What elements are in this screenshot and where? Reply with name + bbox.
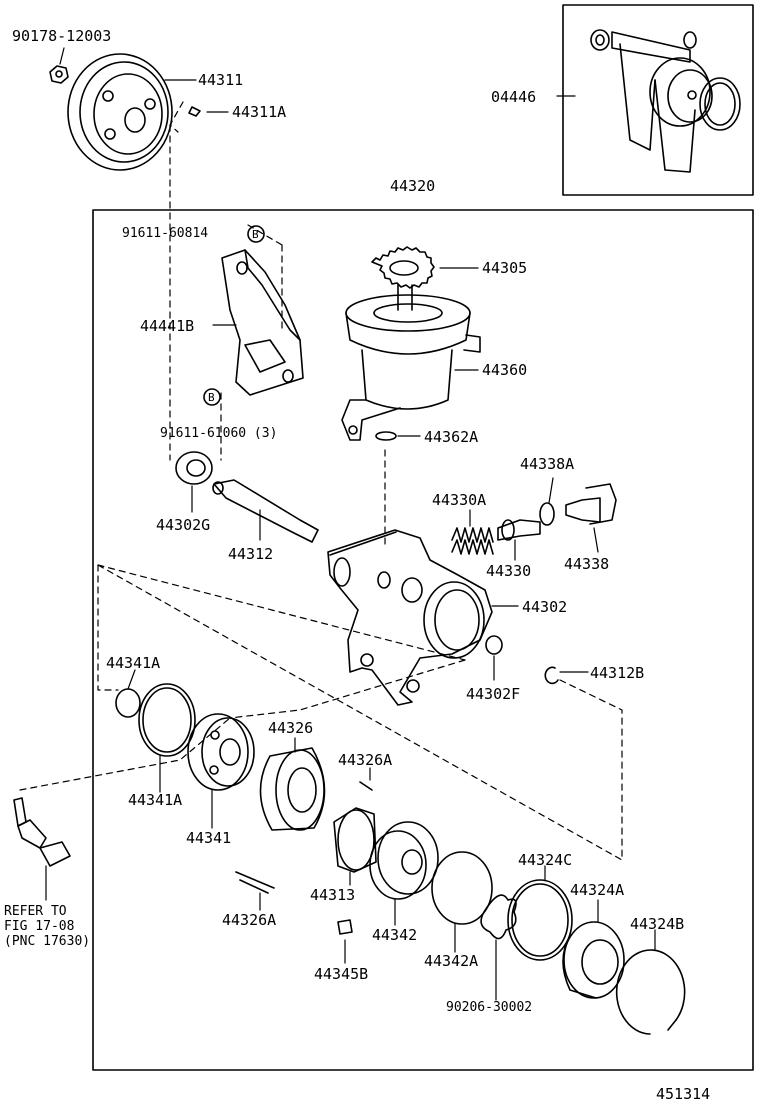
plug-44302f [485, 635, 503, 681]
guide-lines [19, 101, 623, 861]
label-44312: 44312 [228, 545, 274, 563]
label-44302g: 44302G [156, 516, 211, 534]
label-44320: 44320 [390, 177, 436, 195]
kit-inset-frame [562, 4, 754, 196]
housing-44302 [327, 529, 519, 706]
oring-44324c [507, 865, 573, 961]
label-44342: 44342 [372, 926, 418, 944]
label-44330a: 44330A [432, 491, 487, 509]
label-44311: 44311 [198, 71, 244, 89]
snap-ring-44324b [615, 929, 686, 1035]
callout-b-bottom: B [208, 391, 215, 404]
rotor-44313 [333, 807, 377, 886]
bracket-part [212, 249, 304, 396]
label-44324a: 44324A [570, 881, 625, 899]
pressure-switch-part [13, 797, 71, 901]
label-44362a: 44362A [424, 428, 479, 446]
label-44324b: 44324B [630, 915, 685, 933]
oring-44341a-small [115, 669, 141, 718]
oring-44341a-large [138, 683, 196, 793]
label-44338a: 44338A [520, 455, 575, 473]
label-44312b: 44312B [590, 664, 645, 682]
callout-b-bottom-circle [203, 388, 221, 406]
cam-ring-44326 [259, 737, 326, 831]
callout-b-top: B [252, 228, 259, 241]
label-44341: 44341 [186, 829, 232, 847]
label-44324c: 44324C [518, 851, 573, 869]
seal-44302g [175, 451, 213, 513]
label-44342a: 44342A [424, 952, 479, 970]
pulley-part [67, 53, 197, 171]
oring-44338a [539, 477, 555, 526]
ring-44312b [544, 666, 589, 685]
oring-44342a [431, 851, 493, 953]
plate-44342 [369, 821, 439, 926]
refer-note-line3: (PNC 17630) [4, 934, 91, 949]
label-44441b: 44441B [140, 317, 195, 335]
label-44326a-top: 44326A [338, 751, 393, 769]
label-44311a: 44311A [232, 103, 287, 121]
assembly-frame [92, 209, 754, 1071]
label-44302: 44302 [522, 598, 568, 616]
union-44338 [565, 483, 617, 553]
cover-44324a [562, 899, 625, 999]
label-44313: 44313 [310, 886, 356, 904]
kit-drawing [556, 29, 741, 173]
vane-44345b [337, 919, 353, 964]
valve-44330 [497, 519, 541, 561]
label-91611-61060: 91611-61060 (3) [160, 426, 278, 441]
reservoir-part [341, 294, 481, 441]
label-44305: 44305 [482, 259, 528, 277]
refer-note-line1: REFER TO [4, 904, 67, 919]
label-44341a-top: 44341A [106, 654, 161, 672]
label-44326a-bottom: 44326A [222, 911, 277, 929]
spring-44330a [451, 509, 494, 555]
label-91611-60814: 91611-60814 [122, 226, 209, 241]
refer-note-line2: FIG 17-08 [4, 919, 75, 934]
label-44360: 44360 [482, 361, 528, 379]
label-44326: 44326 [268, 719, 314, 737]
seal-90206-30002 [480, 894, 517, 1001]
nut-part [49, 47, 69, 84]
callout-b-top-circle [247, 225, 265, 243]
label-44341a-bottom: 44341A [128, 791, 183, 809]
label-90206-30002: 90206-30002 [446, 1000, 533, 1015]
oring-44362a [375, 431, 421, 441]
cap-part [371, 246, 479, 311]
label-04446: 04446 [491, 88, 537, 106]
shaft-44312 [212, 479, 319, 543]
label-44338: 44338 [564, 555, 610, 573]
pin-44326a-bottom [235, 871, 275, 911]
plate-44341 [187, 713, 255, 829]
label-90178-12003: 90178-12003 [12, 27, 112, 45]
label-44302f: 44302F [466, 685, 521, 703]
pin-44326a-top [359, 767, 373, 791]
key-part [188, 106, 229, 117]
label-44330: 44330 [486, 562, 532, 580]
diagram-number: 451314 [656, 1085, 711, 1103]
label-44345b: 44345B [314, 965, 369, 983]
